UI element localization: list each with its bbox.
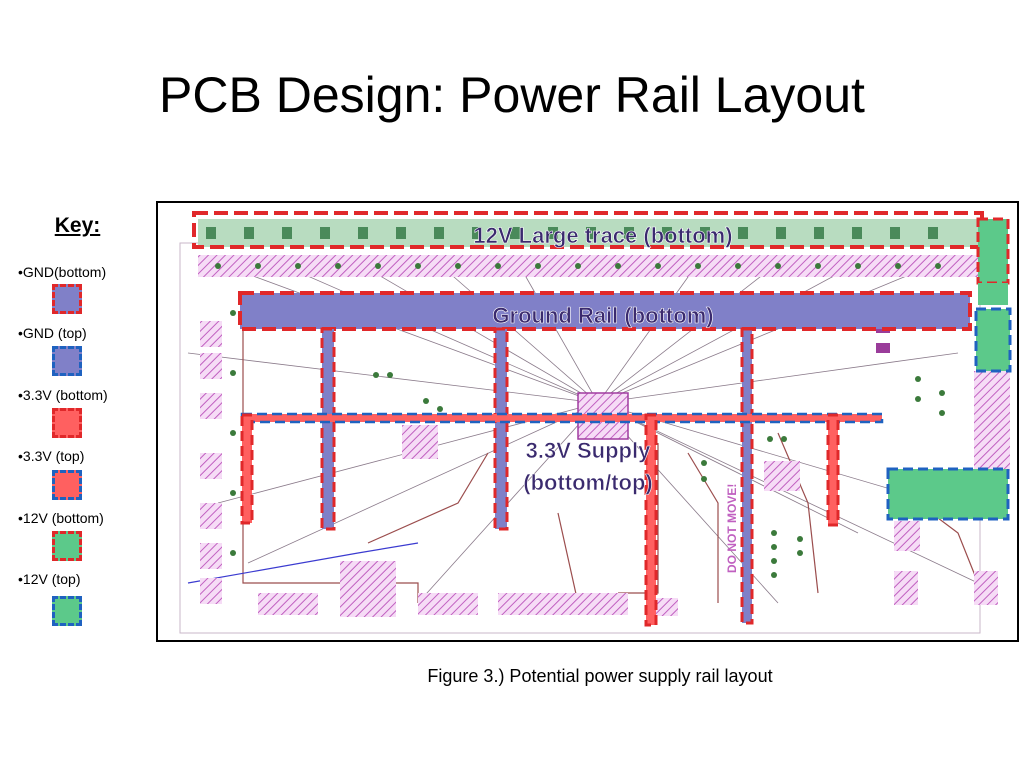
label-33v-supply-layers: (bottom/top) <box>523 470 653 495</box>
connector-row-second <box>198 255 978 277</box>
key-label-33v-bottom: •3.3V (bottom) <box>18 387 108 403</box>
ground-stub-2 <box>493 327 509 531</box>
rail-12v-regulator-top <box>886 467 1010 521</box>
supply-33v-top-bus <box>240 412 884 424</box>
key-swatch-gnd-bottom <box>52 284 82 314</box>
key-label-gnd-bottom: •GND(bottom) <box>18 264 107 280</box>
connector-pads-second <box>215 263 941 269</box>
key-swatch-33v-bottom <box>52 408 82 438</box>
label-33v-supply: 3.3V Supply <box>526 438 651 463</box>
supply-33v-right-leg <box>826 413 840 527</box>
label-12v-large-trace: 12V Large trace (bottom) <box>473 223 732 248</box>
connector-row-bottom <box>258 593 678 616</box>
key-label-33v-top: •3.3V (top) <box>18 448 85 464</box>
connector-pads-top <box>206 227 938 239</box>
pcb-board: DO NOT MOVE! 12V Large trace (bottom) Gr… <box>156 201 1019 642</box>
label-ground-rail: Ground Rail (bottom) <box>492 303 713 328</box>
supply-33v-center-leg <box>644 413 658 627</box>
key-label-gnd-top: •GND (top) <box>18 325 87 341</box>
ground-rail-bottom <box>238 291 972 331</box>
key-swatch-33v-top <box>52 470 82 500</box>
blue-trace <box>187 542 419 584</box>
key-label-12v-top: •12V (top) <box>18 571 81 587</box>
key-swatch-gnd-top <box>52 346 82 376</box>
left-components <box>200 310 236 604</box>
rail-12v-right-link <box>978 283 1008 305</box>
ground-stub-3 <box>740 327 754 625</box>
pcb-layout-diagram: DO NOT MOVE! 12V Large trace (bottom) Gr… <box>179 211 1012 634</box>
ground-stub-1 <box>320 327 336 531</box>
key-label-12v-bottom: •12V (bottom) <box>18 510 104 526</box>
slide-title: PCB Design: Power Rail Layout <box>159 67 865 123</box>
key-swatch-12v-bottom <box>52 531 82 561</box>
center-components <box>340 319 1010 617</box>
key-title: Key: <box>54 214 101 237</box>
rail-12v-right-bottom <box>976 217 1010 285</box>
supply-33v-left-leg <box>240 413 254 525</box>
key-swatch-12v-top <box>52 596 82 626</box>
do-not-move-label: DO NOT MOVE! <box>725 484 739 573</box>
rail-12v-right-top <box>974 307 1012 373</box>
figure-caption: Figure 3.) Potential power supply rail l… <box>427 666 773 686</box>
